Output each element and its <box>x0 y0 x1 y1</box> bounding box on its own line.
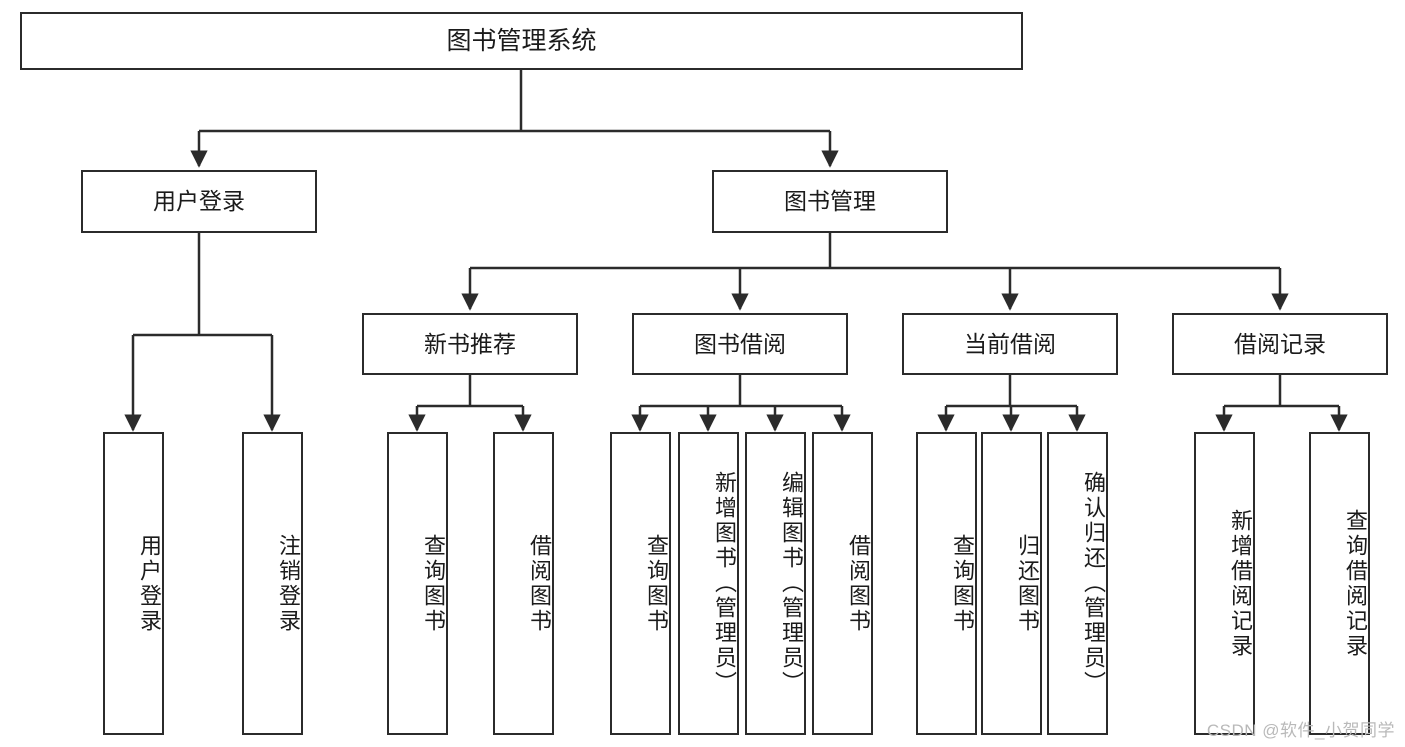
leaf-recommend-borrow-book-label: 借阅图书 <box>527 533 552 634</box>
leaf-borrow-borrow-book[interactable]: 借阅图书 <box>812 432 873 735</box>
node-new-book-recommend[interactable]: 新书推荐 <box>362 313 578 375</box>
leaf-current-return-book-label: 归还图书 <box>1015 533 1040 634</box>
leaf-records-add-record[interactable]: 新增借阅记录 <box>1194 432 1255 735</box>
leaf-recommend-query-book-label: 查询图书 <box>421 533 446 634</box>
leaf-records-query-record-label: 查询借阅记录 <box>1343 508 1368 659</box>
leaf-current-return-book[interactable]: 归还图书 <box>981 432 1042 735</box>
node-current-borrow[interactable]: 当前借阅 <box>902 313 1118 375</box>
node-new-book-recommend-label: 新书推荐 <box>424 330 516 357</box>
node-borrow-records[interactable]: 借阅记录 <box>1172 313 1388 375</box>
node-book-management[interactable]: 图书管理 <box>712 170 948 233</box>
node-book-management-label: 图书管理 <box>784 188 876 215</box>
leaf-borrow-borrow-book-label: 借阅图书 <box>846 533 871 634</box>
leaf-borrow-add-book-admin-label: 新增图书（管理员） <box>712 471 737 696</box>
node-root-system[interactable]: 图书管理系统 <box>20 12 1023 70</box>
leaf-borrow-edit-book-admin-label: 编辑图书（管理员） <box>779 471 804 696</box>
leaf-logout-label: 注销登录 <box>276 533 301 634</box>
node-user-login[interactable]: 用户登录 <box>81 170 317 233</box>
leaf-user-login[interactable]: 用户登录 <box>103 432 164 735</box>
leaf-current-query-book[interactable]: 查询图书 <box>916 432 977 735</box>
leaf-records-add-record-label: 新增借阅记录 <box>1228 508 1253 659</box>
node-user-login-label: 用户登录 <box>153 188 245 215</box>
node-current-borrow-label: 当前借阅 <box>964 330 1056 357</box>
node-borrow-records-label: 借阅记录 <box>1234 330 1326 357</box>
leaf-recommend-borrow-book[interactable]: 借阅图书 <box>493 432 554 735</box>
leaf-current-confirm-return-admin[interactable]: 确认归还（管理员） <box>1047 432 1108 735</box>
leaf-current-query-book-label: 查询图书 <box>950 533 975 634</box>
leaf-borrow-add-book-admin[interactable]: 新增图书（管理员） <box>678 432 739 735</box>
node-root-label: 图书管理系统 <box>446 26 597 55</box>
leaf-current-confirm-return-admin-label: 确认归还（管理员） <box>1081 471 1106 696</box>
leaf-records-query-record[interactable]: 查询借阅记录 <box>1309 432 1370 735</box>
leaf-borrow-query-book-label: 查询图书 <box>644 533 669 634</box>
node-book-borrow-label: 图书借阅 <box>694 330 786 357</box>
watermark-text: CSDN @软件_小贺同学 <box>1206 721 1395 740</box>
node-book-borrow[interactable]: 图书借阅 <box>632 313 848 375</box>
leaf-borrow-edit-book-admin[interactable]: 编辑图书（管理员） <box>745 432 806 735</box>
leaf-user-login-label: 用户登录 <box>137 533 162 634</box>
leaf-logout[interactable]: 注销登录 <box>242 432 303 735</box>
leaf-borrow-query-book[interactable]: 查询图书 <box>610 432 671 735</box>
leaf-recommend-query-book[interactable]: 查询图书 <box>387 432 448 735</box>
